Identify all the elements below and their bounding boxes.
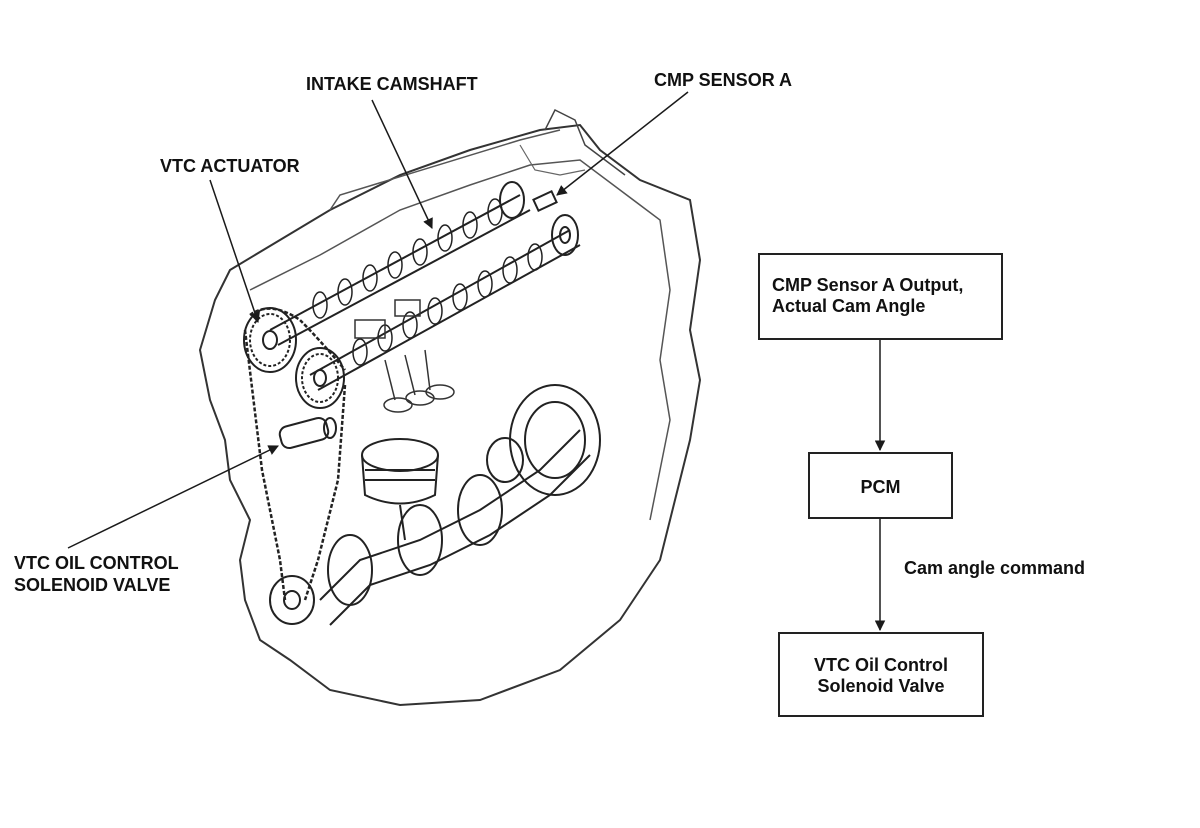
label-vtc-oil-control-line1: VTC OIL CONTROL	[14, 553, 179, 573]
leader-cmp-sensor-a	[556, 91, 689, 196]
flow-box-vtc-solenoid: VTC Oil Control Solenoid Valve	[778, 632, 984, 717]
crankshaft	[319, 384, 601, 626]
intake-camshaft	[269, 181, 558, 346]
label-cmp-sensor-a: CMP SENSOR A	[654, 70, 793, 90]
engine-block-outline	[198, 123, 702, 707]
valve-train	[354, 299, 455, 413]
vtc-solenoid-body	[278, 416, 337, 450]
label-vtc-actuator: VTC ACTUATOR	[160, 156, 300, 176]
leader-vtc-actuator	[209, 179, 260, 323]
leader-intake-camshaft	[371, 99, 433, 229]
flow-edge-label-cam-angle-command: Cam angle command	[904, 558, 1086, 578]
exhaust-sprocket	[295, 347, 345, 409]
flow-box-pcm-label: PCM	[860, 477, 901, 497]
label-intake-camshaft: INTAKE CAMSHAFT	[306, 74, 478, 94]
timing-chain	[243, 307, 347, 601]
exhaust-camshaft	[309, 214, 581, 391]
flow-box-vtc-solenoid-line1: VTC Oil Control	[814, 655, 948, 675]
flow-box-cmp-output-line2: Actual Cam Angle	[772, 296, 926, 316]
flow-box-vtc-solenoid-line2: Solenoid Valve	[817, 676, 945, 696]
label-vtc-oil-control-line2: SOLENOID VALVE	[14, 575, 171, 595]
piston	[361, 438, 439, 541]
crank-sprocket	[269, 575, 315, 625]
flow-box-cmp-output: CMP Sensor A Output, Actual Cam Angle	[758, 253, 1003, 340]
leader-vtc-oil-control	[67, 445, 279, 549]
flow-box-cmp-output-line1: CMP Sensor A Output,	[772, 275, 964, 295]
flow-box-pcm: PCM	[808, 452, 953, 519]
label-vtc-oil-control: VTC OIL CONTROL SOLENOID VALVE	[14, 552, 179, 596]
